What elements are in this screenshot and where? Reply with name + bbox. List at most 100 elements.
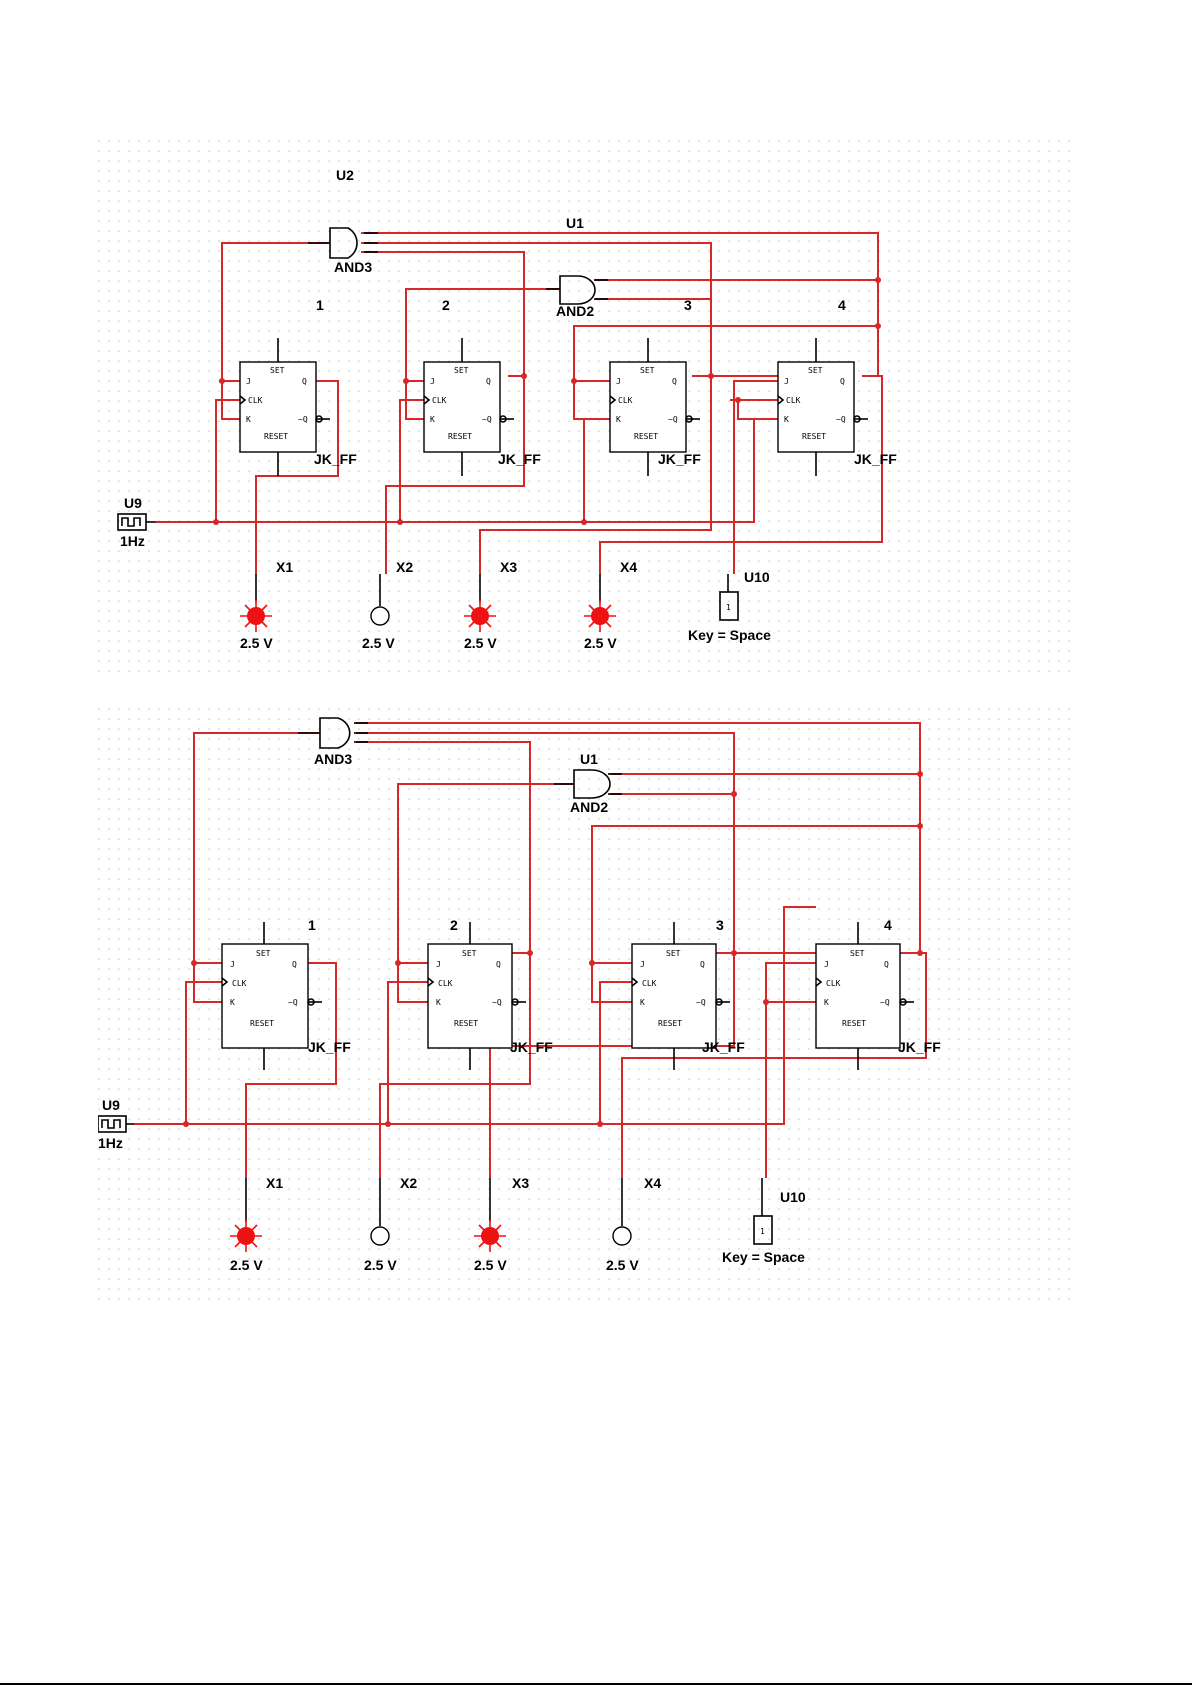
pin-j: J (436, 960, 441, 969)
page-bottom-rule (0, 1683, 1192, 1685)
and2-ref-label: U1 (566, 215, 584, 231)
key-label: Key = Space (722, 1249, 805, 1265)
and2-gate: U1 AND2 (554, 751, 622, 815)
pin-q: Q (302, 377, 307, 386)
circuit-schematic: U2 AND3 U1 AND2 SET J CLK K Q ~Q RESET 1… (98, 708, 1070, 1300)
jk-flipflop-1: SET J CLK K Q ~Q RESET 1 JK_FF (239, 297, 357, 476)
pin-q: Q (486, 377, 491, 386)
jk-flipflop-4: SET J CLK K Q ~Q RESET 4 JK_FF (815, 917, 941, 1070)
and3-ref-label: U2 (326, 708, 344, 709)
led-x2: X2 2.5 V (362, 559, 413, 651)
pin-reset: RESET (634, 432, 658, 441)
and3-ref-label: U2 (336, 167, 354, 183)
key-value: 1 (726, 603, 731, 612)
jk-flipflop-1: SET J CLK K Q ~Q RESET 1 JK_FF (221, 917, 351, 1070)
flipflop-number: 1 (308, 917, 316, 933)
led-x4: X4 2.5 V (606, 1175, 661, 1273)
led-lamp (591, 607, 609, 625)
key-label: Key = Space (688, 627, 771, 643)
led-x3: X3 2.5 V (464, 559, 517, 651)
junction-dots (213, 277, 881, 525)
and2-ref-label: U1 (580, 751, 598, 767)
led-lamp (247, 607, 265, 625)
pin-k: K (436, 998, 441, 1007)
pin-j: J (230, 960, 235, 969)
pin-k: K (640, 998, 645, 1007)
pin-q: Q (700, 960, 705, 969)
led-voltage-label: 2.5 V (230, 1257, 263, 1273)
pin-q: Q (292, 960, 297, 969)
led-voltage-label: 2.5 V (474, 1257, 507, 1273)
flipflop-type: JK_FF (898, 1039, 941, 1055)
led-ref-label: X3 (512, 1175, 529, 1191)
led-lamp (481, 1227, 499, 1245)
jk-flipflop-4: SET J CLK K Q ~Q RESET 4 JK_FF (777, 297, 897, 476)
pin-qn: ~Q (696, 998, 706, 1007)
flipflop-number: 2 (450, 917, 458, 933)
pin-q: Q (884, 960, 889, 969)
and2-type-label: AND2 (570, 799, 608, 815)
led-x1: X1 2.5 V (240, 559, 293, 651)
led-ref-label: X1 (276, 559, 293, 575)
junction-dots (183, 771, 923, 1127)
pin-qn: ~Q (482, 415, 492, 424)
pin-qn: ~Q (836, 415, 846, 424)
wires (156, 232, 883, 574)
key-switch[interactable]: 1 U10 Key = Space (688, 569, 771, 643)
pin-qn: ~Q (668, 415, 678, 424)
led-ref-label: X3 (500, 559, 517, 575)
led-voltage-label: 2.5 V (364, 1257, 397, 1273)
pin-q: Q (840, 377, 845, 386)
pin-qn: ~Q (288, 998, 298, 1007)
led-ref-label: X2 (396, 559, 413, 575)
flipflop-type: JK_FF (658, 451, 701, 467)
pin-reset: RESET (454, 1019, 478, 1028)
pin-reset: RESET (250, 1019, 274, 1028)
led-lamp (370, 606, 390, 626)
pin-k: K (230, 998, 235, 1007)
pin-qn: ~Q (880, 998, 890, 1007)
pin-clk: CLK (248, 396, 263, 405)
led-lamp (237, 1227, 255, 1245)
pin-set: SET (454, 366, 469, 375)
led-ref-label: X2 (400, 1175, 417, 1191)
and3-gate: U2 AND3 (298, 708, 368, 767)
pin-j: J (640, 960, 645, 969)
key-ref-label: U10 (744, 569, 770, 585)
pin-clk: CLK (618, 396, 633, 405)
pin-j: J (616, 377, 621, 386)
pin-k: K (824, 998, 829, 1007)
pin-set: SET (462, 949, 477, 958)
flipflop-number: 1 (316, 297, 324, 313)
flipflop-number: 2 (442, 297, 450, 313)
led-voltage-label: 2.5 V (240, 635, 273, 651)
pin-k: K (430, 415, 435, 424)
pin-clk: CLK (438, 979, 453, 988)
jk-flipflop-3: SET J CLK K Q ~Q RESET 3 JK_FF (609, 297, 701, 476)
led-ref-label: X1 (266, 1175, 283, 1191)
pin-k: K (784, 415, 789, 424)
and3-gate: U2 AND3 (308, 167, 378, 275)
and3-type-label: AND3 (334, 259, 372, 275)
led-ref-label: X4 (620, 559, 637, 575)
flipflop-type: JK_FF (308, 1039, 351, 1055)
pin-set: SET (256, 949, 271, 958)
pin-qn: ~Q (492, 998, 502, 1007)
flipflop-number: 4 (884, 917, 892, 933)
pin-clk: CLK (786, 396, 801, 405)
pin-reset: RESET (658, 1019, 682, 1028)
and3-type-label: AND3 (314, 751, 352, 767)
pin-j: J (430, 377, 435, 386)
led-lamp (471, 607, 489, 625)
pin-q: Q (672, 377, 677, 386)
led-lamp (370, 1226, 390, 1246)
pin-j: J (824, 960, 829, 969)
wires (134, 722, 927, 1178)
flipflop-number: 3 (716, 917, 724, 933)
key-switch[interactable]: 1 U10 Key = Space (722, 1178, 806, 1265)
pin-reset: RESET (448, 432, 472, 441)
pin-j: J (246, 377, 251, 386)
flipflop-type: JK_FF (702, 1039, 745, 1055)
flipflop-number: 3 (684, 297, 692, 313)
pin-set: SET (640, 366, 655, 375)
